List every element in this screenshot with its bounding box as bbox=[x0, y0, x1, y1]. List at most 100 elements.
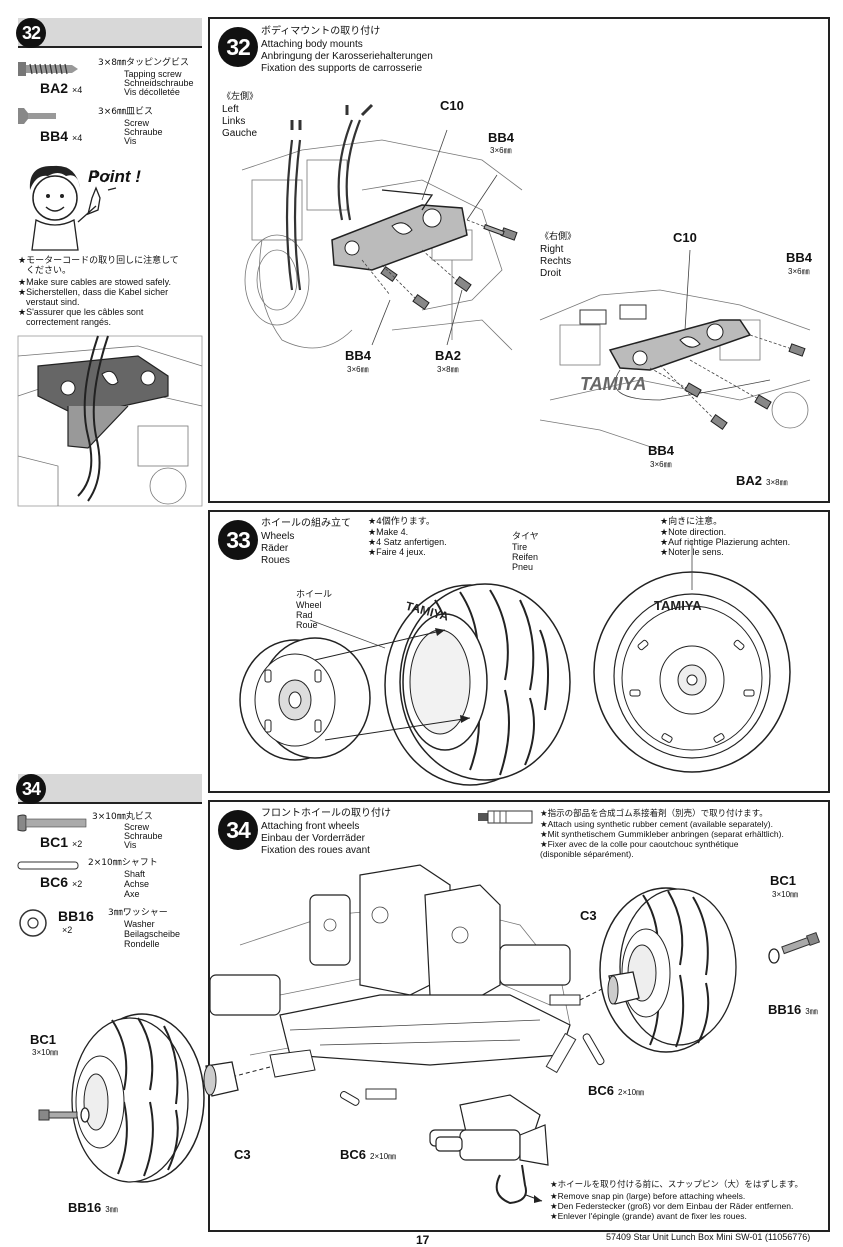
left-side-en: Left bbox=[222, 104, 239, 115]
wheel-de: Rad bbox=[296, 610, 313, 620]
snap-note-ja: ★ホイールを取り付ける前に、スナップピン（大）をはずします。 bbox=[550, 1180, 804, 1190]
step-33-title-fr: Roues bbox=[261, 555, 290, 566]
screw-icon bbox=[659, 364, 728, 430]
snap-pin-icon bbox=[495, 1164, 527, 1205]
part-bc6-en: Shaft bbox=[124, 869, 146, 879]
part-ba2-en: Tapping screw bbox=[124, 69, 182, 79]
tire-brand-text: TAMIYA bbox=[654, 598, 702, 613]
step-34-title-en: Attaching front wheels bbox=[261, 821, 360, 832]
part-ba2-fr: Vis décolletée bbox=[124, 87, 180, 97]
label-bb4-top: BB4 bbox=[488, 130, 515, 145]
cement-note-de: ★Mit synthetischem Gummikleber anbringen… bbox=[540, 829, 784, 839]
cement-note-fr-2: (disponible séparément). bbox=[540, 849, 634, 859]
label-c10-right: C10 bbox=[673, 230, 697, 245]
step-32-title-fr: Fixation des supports de carrosserie bbox=[261, 63, 423, 74]
part-bb16-ja: 3㎜ワッシャー bbox=[108, 908, 168, 918]
wheel-assembly-illustration: TAMIYA bbox=[239, 583, 571, 786]
step-32-header-bar bbox=[18, 18, 202, 48]
right-cement-tube-icon bbox=[545, 1032, 577, 1074]
part-bb16-en: Washer bbox=[124, 919, 155, 929]
left-front-wheel-illustration bbox=[71, 1013, 205, 1183]
make-4-de: ★4 Satz anfertigen. bbox=[368, 537, 447, 547]
label-bb4-bottom: BB4 bbox=[345, 348, 372, 363]
right-body-mount-illustration: TAMIYA bbox=[539, 249, 811, 451]
cement-note-en: ★Attach using synthetic rubber cement (a… bbox=[540, 819, 773, 829]
step-34-title-ja: フロントホイールの取り付け bbox=[261, 808, 391, 819]
part-bb4-code: BB4×4 bbox=[40, 128, 83, 144]
snap-pin-detail-illustration bbox=[435, 1124, 549, 1205]
step-34-title-fr: Fixation des roues avant bbox=[261, 845, 370, 856]
note-line: verstaut sind. bbox=[26, 297, 80, 307]
note-line: ください。 bbox=[26, 266, 72, 276]
right-side-fr: Droit bbox=[540, 268, 562, 279]
make-4-ja: ★4個作ります。 bbox=[368, 517, 435, 527]
screw-icon bbox=[466, 219, 518, 241]
wheel-fr: Roue bbox=[296, 620, 318, 630]
label-bc1-left-size: 3×10㎜ bbox=[32, 1048, 59, 1057]
make-4-en: ★Make 4. bbox=[368, 527, 409, 537]
left-side-ja: 《左側》 bbox=[222, 92, 259, 102]
shaft-icon bbox=[17, 861, 79, 870]
part-bb4-de: Schraube bbox=[124, 127, 163, 137]
tire-fr: Pneu bbox=[512, 562, 534, 572]
right-side-de: Rechts bbox=[540, 256, 572, 267]
direction-de: ★Auf richtige Plazierung achten. bbox=[660, 537, 791, 547]
step-32-main-badge: 32 bbox=[218, 27, 258, 67]
label-c3-left: C3 bbox=[234, 1147, 251, 1162]
left-side-de: Links bbox=[222, 116, 246, 127]
right-bc6-shaft-icon bbox=[582, 1033, 605, 1066]
tire-de: Reifen bbox=[512, 552, 539, 562]
step-34-header-bar bbox=[18, 774, 202, 804]
part-bb16-de: Beilagscheibe bbox=[124, 929, 181, 939]
part-bc1-de: Schraube bbox=[124, 831, 163, 841]
snap-note-en: ★Remove snap pin (large) before attachin… bbox=[550, 1191, 746, 1201]
note-line: ★Sicherstellen, dass die Kabel sicher bbox=[18, 287, 169, 297]
right-front-wheel-illustration bbox=[599, 887, 737, 1053]
part-bc1-en: Screw bbox=[124, 822, 150, 832]
right-side-en: Right bbox=[540, 244, 564, 255]
label-bc1-left: BC1 bbox=[30, 1032, 57, 1047]
part-bc1-fr: Vis bbox=[124, 840, 137, 850]
point-mascot-boy-icon bbox=[29, 165, 117, 251]
label-bb4-right-top: BB4 bbox=[786, 250, 813, 265]
screw-icon bbox=[361, 259, 398, 296]
tapping-screw-icon bbox=[18, 62, 78, 76]
round-screw-icon bbox=[17, 814, 87, 832]
step-32-title-de: Anbringung der Karosseriehalterungen bbox=[261, 51, 433, 62]
screw-icon bbox=[649, 367, 702, 398]
note-line: ★モーターコードの取り回しに注意して bbox=[18, 256, 179, 266]
left-c3-collar-icon bbox=[203, 1061, 239, 1097]
part-bb4-fr: Vis bbox=[124, 136, 137, 146]
note-line: ★Make sure cables are stowed safely. bbox=[18, 277, 171, 287]
step-33-title-ja: ホイールの組み立て bbox=[261, 518, 351, 529]
label-bb4-bottom-size: 3×6㎜ bbox=[347, 365, 369, 374]
wheel-en: Wheel bbox=[296, 600, 322, 610]
point-label: Point ! bbox=[88, 167, 141, 186]
cement-note-fr: ★Fixer avec de la colle pour caoutchouc … bbox=[540, 839, 739, 849]
part-bc6-de: Achse bbox=[124, 879, 150, 889]
step-33-badge: 33 bbox=[218, 520, 258, 560]
label-bb4-right-bottom-size: 3×6㎜ bbox=[650, 460, 672, 469]
part-bb16-qty: ×2 bbox=[62, 925, 73, 935]
note-line: correctement rangés. bbox=[26, 317, 112, 327]
product-code: 57409 Star Unit Lunch Box Mini SW-01 (11… bbox=[606, 1232, 811, 1242]
screw-icon bbox=[421, 249, 472, 292]
cement-tube-icon bbox=[478, 810, 533, 824]
front-chassis-illustration bbox=[209, 864, 621, 1151]
part-bc6-fr: Axe bbox=[124, 889, 140, 899]
label-bb4-right-top-size: 3×6㎜ bbox=[788, 267, 810, 276]
screw-icon bbox=[689, 359, 772, 410]
right-side-ja: 《右側》 bbox=[540, 232, 577, 242]
label-ba2-left: BA2 bbox=[435, 348, 462, 363]
right-c3-collar-icon bbox=[607, 971, 640, 1005]
step-33-title-en: Wheels bbox=[261, 531, 295, 542]
left-hardware-icon bbox=[38, 1107, 90, 1123]
cable-routing-detail-illustration bbox=[17, 335, 203, 507]
screw-icon bbox=[381, 264, 430, 310]
washer-icon bbox=[19, 909, 47, 937]
note-line: ★S'assurer que les câbles sont bbox=[18, 307, 144, 317]
